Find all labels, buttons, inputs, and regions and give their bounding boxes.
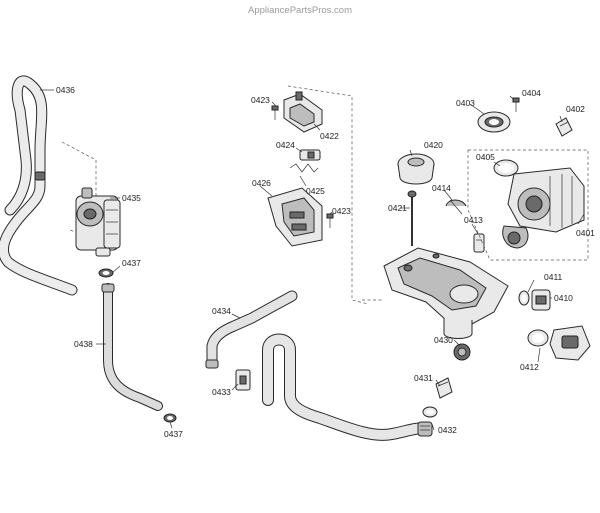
callout-0423-bottom: 0423 <box>332 206 351 216</box>
clamp-0402 <box>555 117 573 137</box>
leader-lines <box>40 89 585 431</box>
callout-0436: 0436 <box>56 85 75 95</box>
sump-housing <box>383 247 509 339</box>
callout-0437-bottom: 0437 <box>164 429 183 439</box>
clip-0433 <box>235 369 251 391</box>
clip-0414 <box>445 199 467 215</box>
clamp-0437-top <box>98 268 114 278</box>
gasket-0403 <box>477 111 511 133</box>
callout-0425: 0425 <box>306 186 325 196</box>
callout-0403: 0403 <box>456 98 475 108</box>
callout-labels: 0436 0435 0437 0438 0437 0423 0422 0424 … <box>56 85 595 439</box>
callout-0413: 0413 <box>464 215 483 225</box>
watermark: AppliancePartsPros.com <box>248 5 352 16</box>
callout-0422: 0422 <box>320 131 339 141</box>
bracket-0422 <box>283 91 323 133</box>
hose-0432 <box>262 333 433 441</box>
callout-0405: 0405 <box>476 152 495 162</box>
callout-0402: 0402 <box>566 104 585 114</box>
callout-0432: 0432 <box>438 425 457 435</box>
rod-0421 <box>407 190 417 246</box>
dashed-box-pump <box>467 149 589 261</box>
pump-0435 <box>75 187 121 257</box>
callout-0421: 0421 <box>388 203 407 213</box>
screw-0404 <box>512 97 520 112</box>
callout-0401: 0401 <box>576 228 595 238</box>
ring-0432 <box>422 406 438 418</box>
clamp-0437-bottom <box>163 413 177 423</box>
callout-0412: 0412 <box>520 362 539 372</box>
callout-0435: 0435 <box>122 193 141 203</box>
callout-0404: 0404 <box>522 88 541 98</box>
screw-0423-bottom <box>326 213 334 228</box>
callout-0414: 0414 <box>432 183 451 193</box>
hose-0434 <box>205 290 298 369</box>
callout-0423-top: 0423 <box>251 95 270 105</box>
callout-0430: 0430 <box>434 335 453 345</box>
dashed-guide-center <box>287 85 369 305</box>
callout-0411: 0411 <box>544 272 563 282</box>
callout-0434: 0434 <box>212 306 231 316</box>
ring-0405 <box>493 159 519 177</box>
hose-0436 <box>0 75 78 296</box>
callout-0433: 0433 <box>212 387 231 397</box>
filter-0430 <box>453 343 471 361</box>
heater-0412 <box>527 325 591 361</box>
callout-0424: 0424 <box>276 140 295 150</box>
callout-0437-top: 0437 <box>122 258 141 268</box>
callout-0426: 0426 <box>252 178 271 188</box>
callout-0420: 0420 <box>424 140 443 150</box>
clip-0413 <box>473 233 485 253</box>
screw-0423-top <box>271 105 279 120</box>
valve-0410 <box>531 289 551 311</box>
clamp-0431 <box>435 377 453 399</box>
callout-0431: 0431 <box>414 373 433 383</box>
cap-0420 <box>397 153 435 185</box>
callout-0410: 0410 <box>554 293 573 303</box>
pump-0401 <box>502 167 585 249</box>
callout-0438: 0438 <box>74 339 93 349</box>
ring-0411 <box>518 290 530 306</box>
spring-0425 <box>289 163 319 173</box>
bracket-0426 <box>267 187 323 247</box>
hose-0438 <box>101 283 163 411</box>
clip-0424 <box>299 149 321 161</box>
